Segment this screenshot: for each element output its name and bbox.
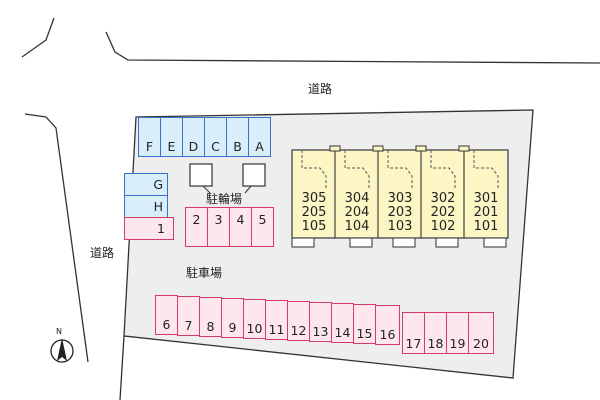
unit-column-5: 301 201 101 [466,192,506,234]
unit-number: 303 [387,191,413,206]
unit-column-3: 303 203 103 [380,192,420,234]
unit-number: 102 [430,219,456,234]
unit-number: 101 [473,219,499,234]
parking-space-4[interactable]: 4 [229,207,252,247]
balcony-outlines [301,150,499,190]
parking-space-d[interactable]: D [182,117,205,157]
compass-north-label: N [56,327,62,336]
unit-number: 203 [387,205,413,220]
parking-space-h[interactable]: H [124,195,168,218]
parking-space-17[interactable]: 17 [402,312,425,354]
unit-dividers [334,150,465,238]
parking-space-16[interactable]: 16 [375,305,400,345]
road-label-left: 道路 [90,246,115,260]
road-edge-left-upper [24,113,89,363]
parking-space-2[interactable]: 2 [185,207,208,247]
unit-number: 305 [301,191,327,206]
apartment-building [291,149,509,239]
parking-space-g[interactable]: G [124,173,168,196]
unit-column-2: 304 204 104 [337,192,377,234]
parking-space-3[interactable]: 3 [207,207,230,247]
parking-space-11[interactable]: 11 [265,300,288,340]
parking-space-19[interactable]: 19 [446,312,469,354]
parking-space-6[interactable]: 6 [155,295,178,335]
parking-space-b[interactable]: B [226,117,249,157]
road-label-top: 道路 [308,82,333,96]
parking-space-e[interactable]: E [160,117,183,157]
road-edge-top-right [105,31,600,64]
road-edge-left-lower [119,335,125,400]
unit-number: 304 [344,191,370,206]
bicycle-leader-right [244,185,252,194]
parking-space-a[interactable]: A [248,117,271,157]
unit-column-4: 302 202 102 [423,192,463,234]
parking-space-5[interactable]: 5 [251,207,274,247]
parking-space-15[interactable]: 15 [353,304,376,344]
bicycle-leader-left [202,185,211,194]
parking-space-7[interactable]: 7 [177,296,200,336]
parking-space-20[interactable]: 20 [468,312,494,354]
unit-number: 302 [430,191,456,206]
parking-space-c[interactable]: C [204,117,227,157]
parking-space-10[interactable]: 10 [243,299,266,339]
unit-number: 301 [473,191,499,206]
unit-number: 204 [344,205,370,220]
parking-space-f[interactable]: F [138,117,161,157]
unit-number: 205 [301,205,327,220]
car-parking-label: 駐車場 [186,266,223,280]
bicycle-box-right [242,163,266,187]
bicycle-box-left [189,163,213,187]
parking-space-12[interactable]: 12 [287,301,310,341]
parking-space-8[interactable]: 8 [199,297,222,337]
parking-space-18[interactable]: 18 [424,312,447,354]
unit-number: 105 [301,219,327,234]
unit-number: 202 [430,205,456,220]
parking-space-14[interactable]: 14 [331,303,354,343]
unit-column-1: 305 205 105 [294,192,334,234]
parking-space-9[interactable]: 9 [221,298,244,338]
parking-space-13[interactable]: 13 [309,302,332,342]
unit-number: 103 [387,219,413,234]
building-notches [329,145,470,152]
unit-number: 201 [473,205,499,220]
unit-number: 104 [344,219,370,234]
road-edge-top-left [21,17,55,58]
parking-space-1[interactable]: 1 [124,217,174,240]
unit-entries [291,237,507,248]
compass-needle-icon [57,338,67,361]
bicycle-parking-label: 駐輪場 [206,192,243,206]
